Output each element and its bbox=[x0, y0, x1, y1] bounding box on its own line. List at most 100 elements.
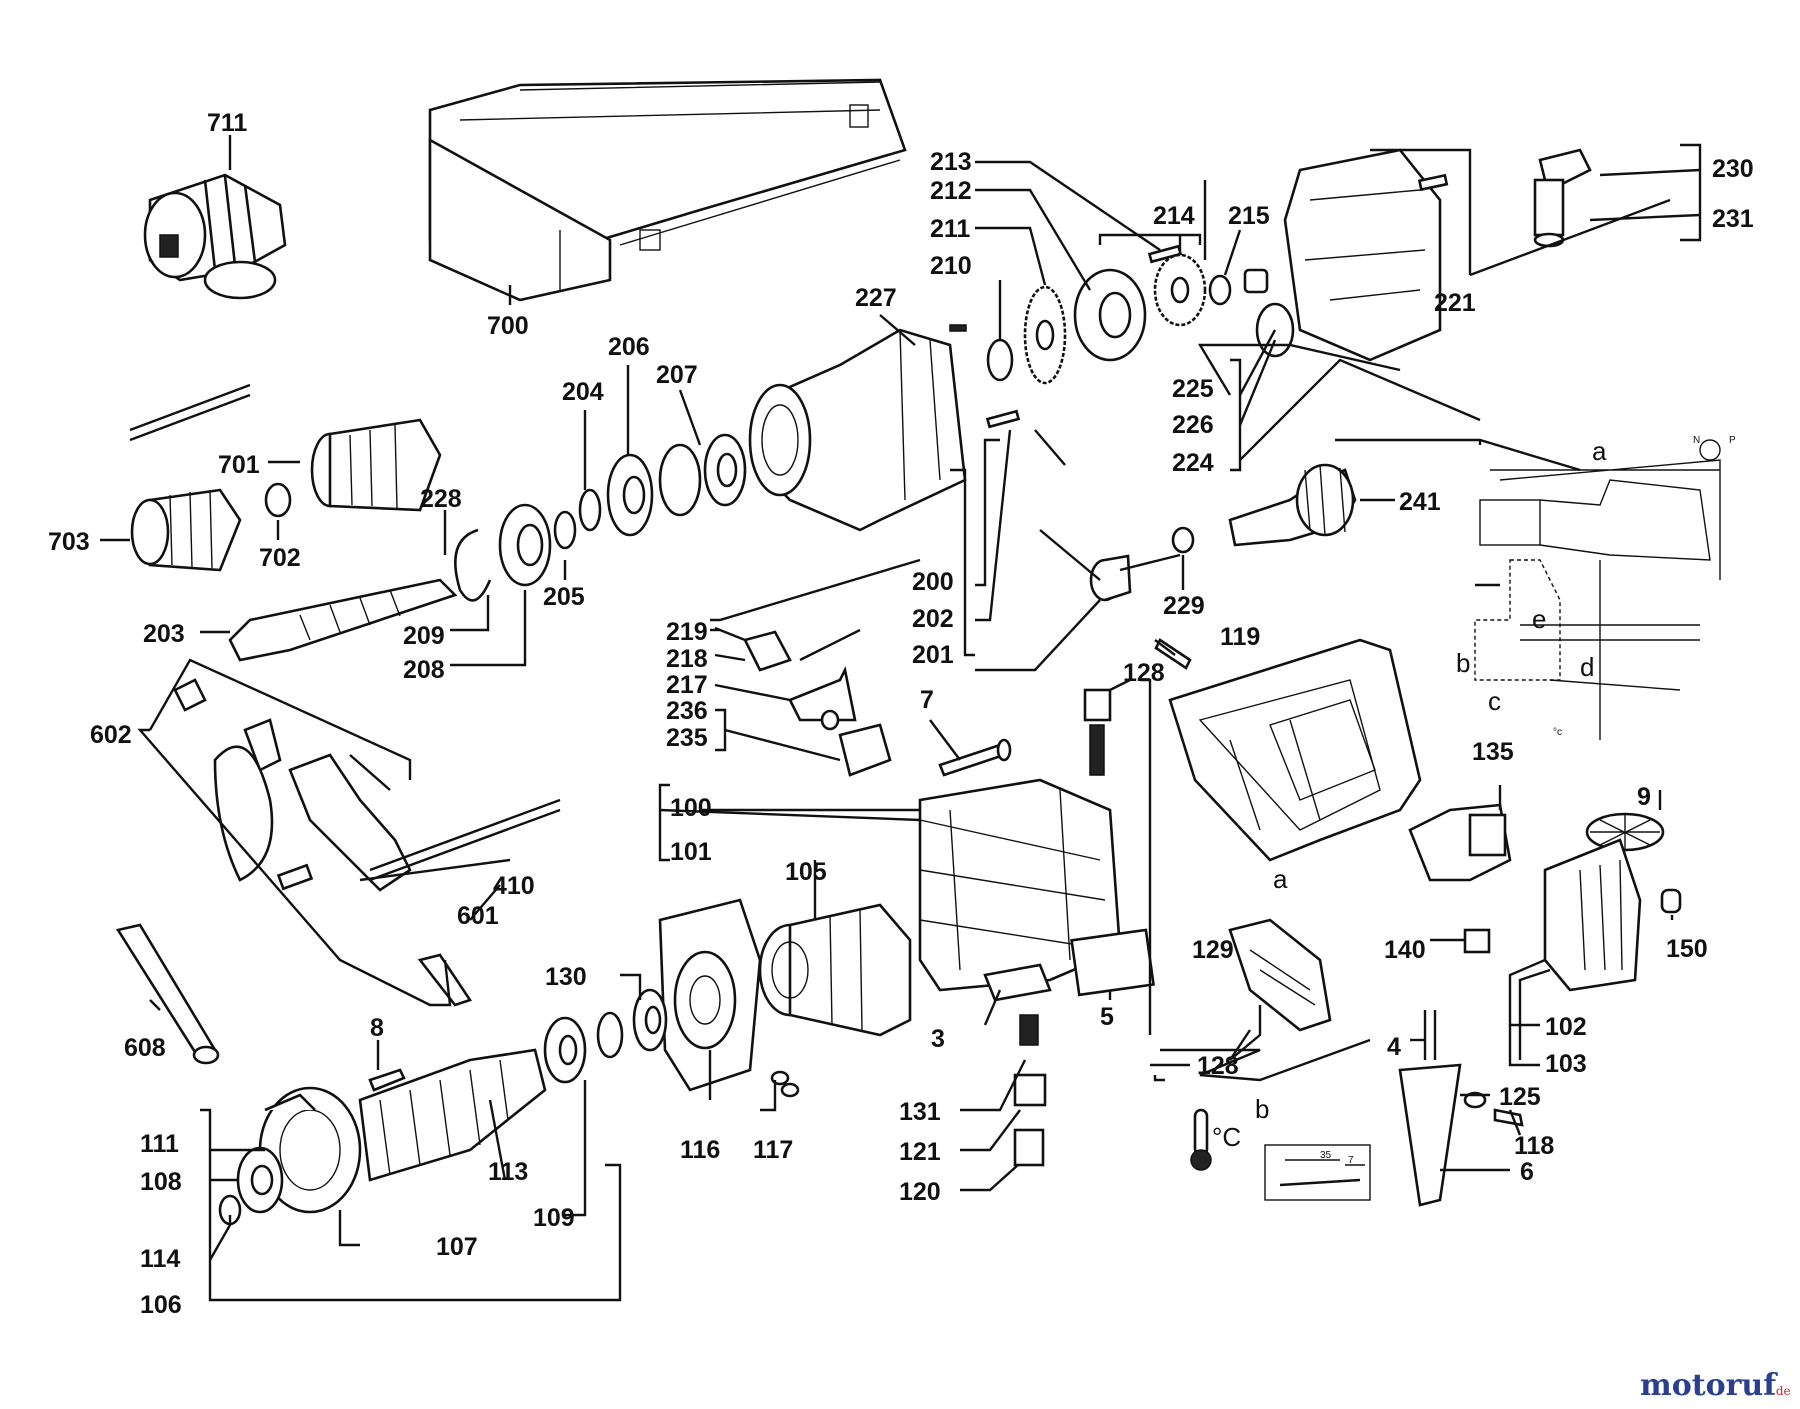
part-135-switch-drawing bbox=[1408, 803, 1512, 882]
part-140-brush-drawing bbox=[1463, 928, 1491, 954]
part-131-suppressor-drawing bbox=[1019, 1014, 1039, 1046]
dimension-7: 7 bbox=[1348, 1155, 1354, 1166]
part-7-screw-drawing bbox=[938, 738, 1012, 777]
label-207: 207 bbox=[656, 361, 698, 389]
part-118-screw-drawing bbox=[1493, 1108, 1524, 1127]
wiring-label-a-top: a bbox=[1592, 436, 1607, 466]
label-102: 102 bbox=[1545, 1013, 1587, 1041]
label-200: 200 bbox=[912, 568, 954, 596]
label-213: 213 bbox=[930, 148, 972, 176]
part-702-ring-drawing bbox=[264, 482, 292, 518]
label-204: 204 bbox=[562, 378, 604, 406]
part-129-electronics-drawing bbox=[1228, 918, 1332, 1032]
part-200-sleeve-drawing bbox=[1089, 554, 1132, 602]
label-3: 3 bbox=[931, 1025, 945, 1053]
label-5: 5 bbox=[1100, 1003, 1114, 1031]
label-6: 6 bbox=[1520, 1158, 1534, 1186]
label-702: 702 bbox=[259, 544, 301, 572]
label-106: 106 bbox=[140, 1291, 182, 1319]
label-703: 703 bbox=[48, 528, 90, 556]
dimension-detail bbox=[1264, 1144, 1371, 1201]
part-218-217-selector-drawing bbox=[743, 628, 892, 777]
label-140: 140 bbox=[1384, 936, 1426, 964]
label-103: 103 bbox=[1545, 1050, 1587, 1078]
label-125: 125 bbox=[1499, 1083, 1541, 1111]
part-214-gear-drawing bbox=[1147, 244, 1207, 327]
label-111: 111 bbox=[140, 1130, 179, 1158]
part-150-cap-drawing bbox=[1660, 888, 1682, 914]
wiring-label-d: d bbox=[1580, 652, 1594, 682]
label-711: 711 bbox=[207, 109, 247, 137]
label-601: 601 bbox=[457, 902, 499, 930]
part-206-bearing-drawing bbox=[606, 453, 654, 537]
part-207-bearing-drawing bbox=[658, 433, 747, 517]
label-221: 221 bbox=[1434, 289, 1476, 317]
label-203: 203 bbox=[143, 620, 185, 648]
wiring-label-deg-c: °c bbox=[1553, 727, 1562, 738]
label-9: 9 bbox=[1637, 783, 1651, 811]
label-109: 109 bbox=[533, 1204, 575, 1232]
label-229: 229 bbox=[1163, 592, 1205, 620]
part-handle-housing-drawing bbox=[1168, 638, 1422, 862]
part-3-label-drawing bbox=[983, 963, 1052, 1002]
part-210-washer-drawing bbox=[986, 338, 1014, 382]
watermark-brand: motoruf bbox=[1640, 1368, 1778, 1403]
part-203-spindle-drawing bbox=[228, 578, 458, 662]
part-109-bearing-drawing bbox=[543, 1016, 587, 1084]
part-215-washer-drawing bbox=[1208, 274, 1232, 306]
wiring-label-b-bottom: b bbox=[1255, 1094, 1269, 1124]
label-101: 101 bbox=[670, 838, 712, 866]
label-116: 116 bbox=[680, 1136, 720, 1164]
part-130-bearing-drawing bbox=[632, 988, 668, 1052]
label-701: 701 bbox=[218, 451, 260, 479]
part-221-motor-flange-drawing bbox=[1255, 148, 1449, 362]
part-230-lever-drawing bbox=[1533, 148, 1592, 248]
wiring-schematic bbox=[1474, 439, 1721, 740]
part-209-circlip-drawing bbox=[454, 528, 492, 602]
label-225: 225 bbox=[1172, 375, 1214, 403]
label-224: 224 bbox=[1172, 449, 1214, 477]
part-410-depth-rod-drawing bbox=[369, 798, 561, 882]
part-701-chuck-drawing bbox=[310, 418, 442, 512]
part-602-side-handle-drawing bbox=[173, 678, 412, 892]
label-114: 114 bbox=[140, 1245, 180, 1273]
part-125-bolt-drawing bbox=[1463, 1091, 1487, 1109]
wiring-label-p: P bbox=[1729, 435, 1736, 446]
part-711-chuck-drawing bbox=[143, 173, 287, 300]
label-7: 7 bbox=[920, 686, 934, 714]
label-120: 120 bbox=[899, 1178, 941, 1206]
wiring-label-b-left: b bbox=[1456, 648, 1470, 678]
motoruf-watermark: motoruf .de bbox=[1640, 1368, 1791, 1403]
label-150: 150 bbox=[1666, 935, 1708, 963]
wiring-label-e: e bbox=[1532, 604, 1546, 634]
part-121-switch-drawing bbox=[1013, 1073, 1047, 1107]
label-219: 219 bbox=[666, 618, 708, 646]
label-226: 226 bbox=[1172, 411, 1214, 439]
part-202-key-drawing bbox=[985, 409, 1021, 429]
label-121: 121 bbox=[899, 1138, 941, 1166]
wiring-label-n: N bbox=[1693, 435, 1700, 446]
label-201: 201 bbox=[912, 641, 954, 669]
part-227-gear-housing-drawing bbox=[748, 324, 967, 532]
part-116-flange-drawing bbox=[658, 898, 762, 1092]
label-235: 235 bbox=[666, 724, 708, 752]
part-208-bearing-drawing bbox=[498, 503, 552, 587]
label-118: 118 bbox=[1514, 1132, 1554, 1160]
part-212-gear-drawing bbox=[1073, 268, 1147, 362]
wiring-label-c: c bbox=[1488, 686, 1501, 716]
label-212: 212 bbox=[930, 177, 972, 205]
part-labels: 711 700 701 702 703 228 209 208 205 204 … bbox=[48, 109, 1754, 1319]
label-209: 209 bbox=[403, 622, 445, 650]
part-9-fan-drawing bbox=[1585, 812, 1665, 852]
part-225-pin-drawing bbox=[1243, 268, 1269, 294]
part-204-washer-drawing bbox=[578, 488, 602, 532]
label-128-bottom: 128 bbox=[1197, 1052, 1239, 1080]
label-130: 130 bbox=[545, 963, 587, 991]
label-107: 107 bbox=[436, 1233, 478, 1261]
part-128-brush-holder-drawing bbox=[1083, 688, 1112, 776]
label-608: 608 bbox=[124, 1034, 166, 1062]
label-700: 700 bbox=[487, 312, 529, 340]
temperature-label: °C bbox=[1212, 1122, 1241, 1152]
label-227: 227 bbox=[855, 284, 897, 312]
